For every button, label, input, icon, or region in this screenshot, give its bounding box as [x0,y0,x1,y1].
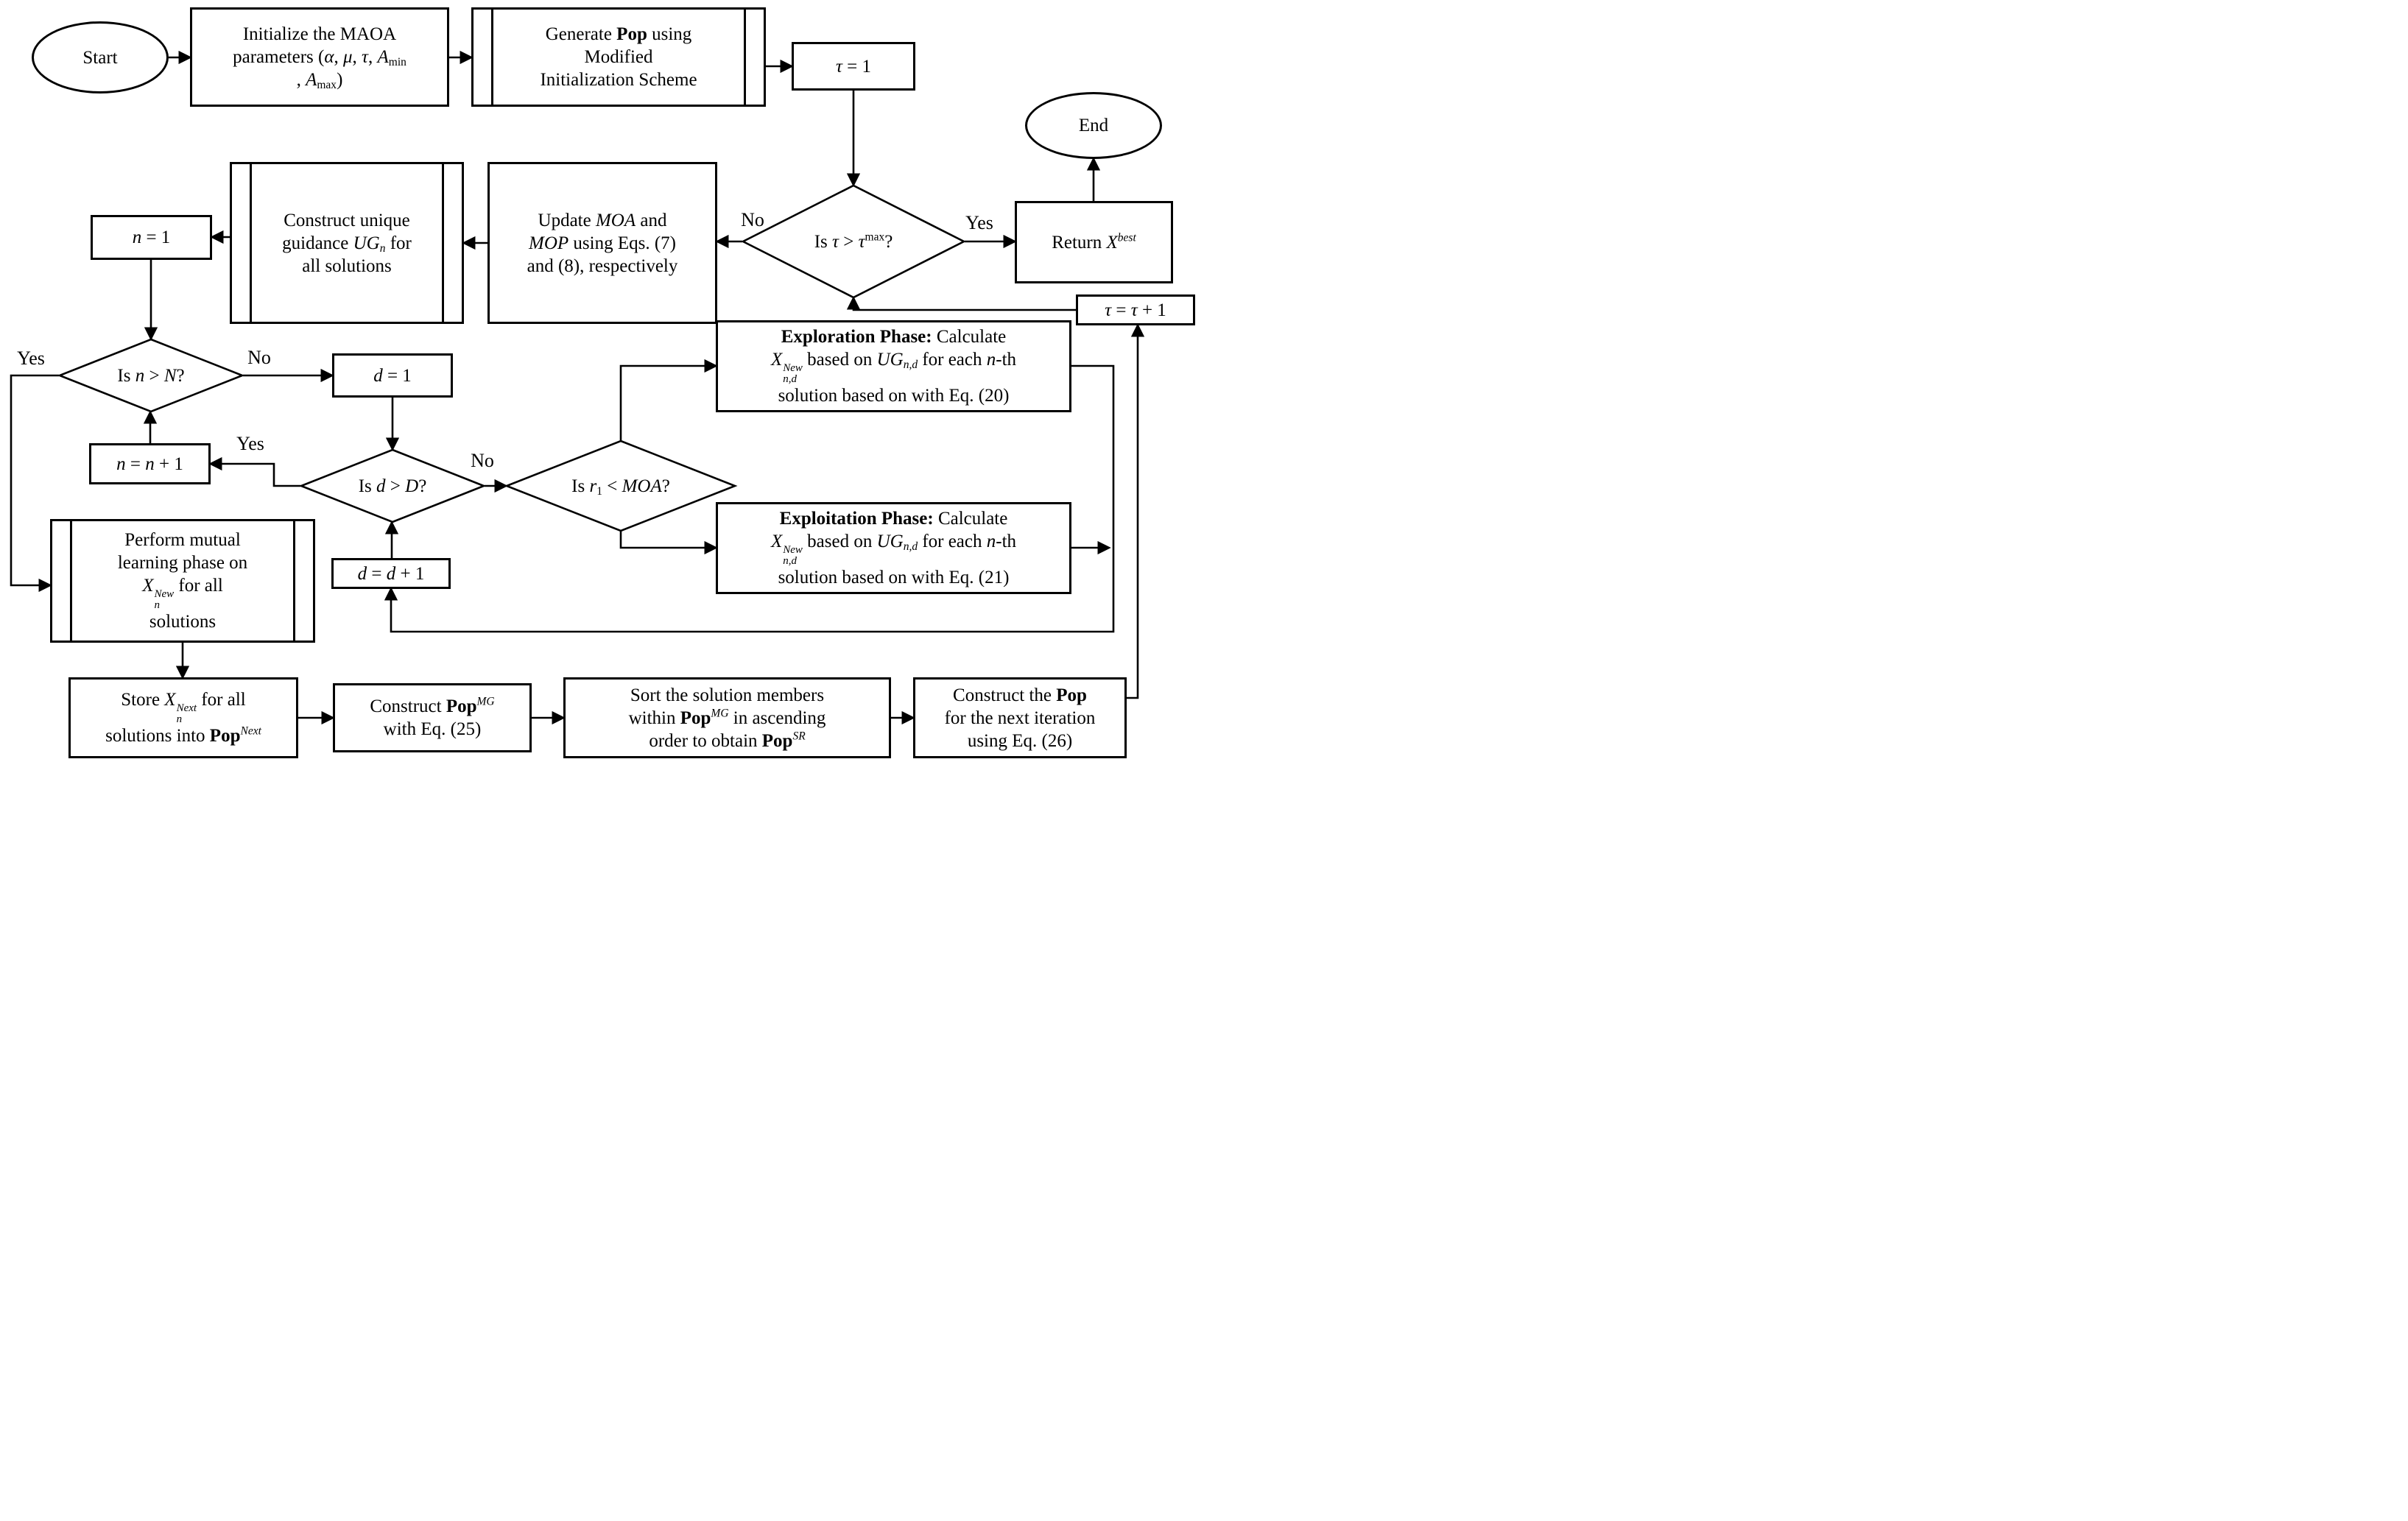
d-increment-box: d = d + 1 [331,558,451,589]
n-gt-N-decision: Is n > N? [57,338,245,413]
tau-max-decision: Is τ > τmax? [741,184,966,299]
edge-label-yes-tau: Yes [965,212,993,233]
predefined-bar [293,521,295,640]
r1-lt-moa-decision: Is r1 < MOA? [504,440,738,532]
predefined-bar [491,10,493,105]
predefined-bar [442,164,444,322]
tau-increment-box: τ = τ + 1 [1076,294,1195,325]
edge-label-no-dD: No [471,450,494,471]
return-best-box: Return Xbest [1015,201,1173,283]
d-gt-D-decision: Is d > D? [298,448,487,523]
predefined-bar [70,521,72,640]
predefined-bar [250,164,252,322]
predefined-bar [744,10,746,105]
start-terminator: Start [32,21,169,93]
edge-label-yes-nN: Yes [17,347,45,369]
edge-label-no-tau: No [741,209,764,230]
n-init-box: n = 1 [91,215,212,260]
tau-init-box: τ = 1 [792,42,915,91]
edge-label-yes-dD: Yes [236,433,264,454]
end-terminator: End [1025,92,1162,159]
d-init-box: d = 1 [332,353,453,398]
n-increment-box: n = n + 1 [89,443,211,484]
edge-label-no-nN: No [247,347,271,368]
